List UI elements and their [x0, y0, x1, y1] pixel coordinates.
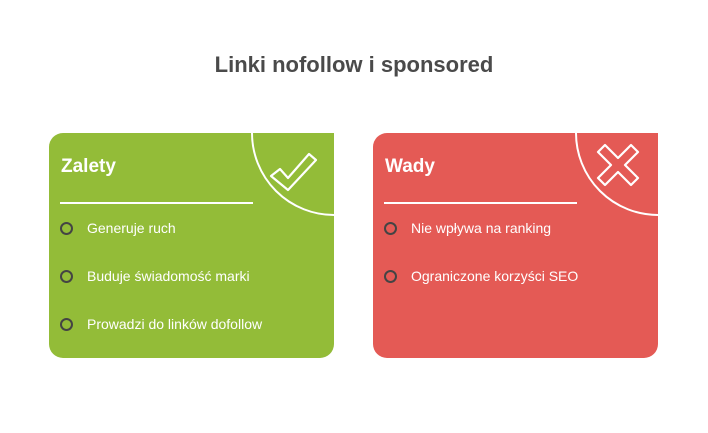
item-text: Ograniczone korzyści SEO: [411, 268, 579, 284]
cons-heading: Wady: [385, 156, 435, 177]
list-item: Prowadzi do linków dofollow: [60, 316, 262, 332]
check-icon: [251, 133, 334, 216]
bullet-icon: [384, 221, 397, 235]
x-icon: [575, 133, 658, 216]
list-item: Buduje świadomość marki: [60, 268, 250, 284]
item-text: Nie wpływa na ranking: [411, 220, 552, 236]
list-item: Generuje ruch: [60, 220, 176, 236]
bullet-icon: [384, 269, 397, 283]
list-item: Nie wpływa na ranking: [384, 220, 551, 236]
list-item: Ograniczone korzyści SEO: [384, 268, 578, 284]
item-text: Buduje świadomość marki: [87, 268, 250, 284]
item-text: Generuje ruch: [87, 220, 176, 236]
bullet-icon: [60, 317, 73, 331]
diagram-title: Linki nofollow i sponsored: [214, 52, 494, 77]
cons-card: Wady Nie wpływa na ranking Ograniczone k…: [373, 133, 658, 358]
pros-heading: Zalety: [61, 156, 116, 177]
bullet-icon: [60, 269, 73, 283]
divider: [384, 202, 577, 204]
item-text: Prowadzi do linków dofollow: [87, 316, 263, 332]
divider: [60, 202, 253, 204]
pros-card: Zalety Generuje ruch Buduje świadomość m…: [49, 133, 334, 358]
bullet-icon: [60, 221, 73, 235]
